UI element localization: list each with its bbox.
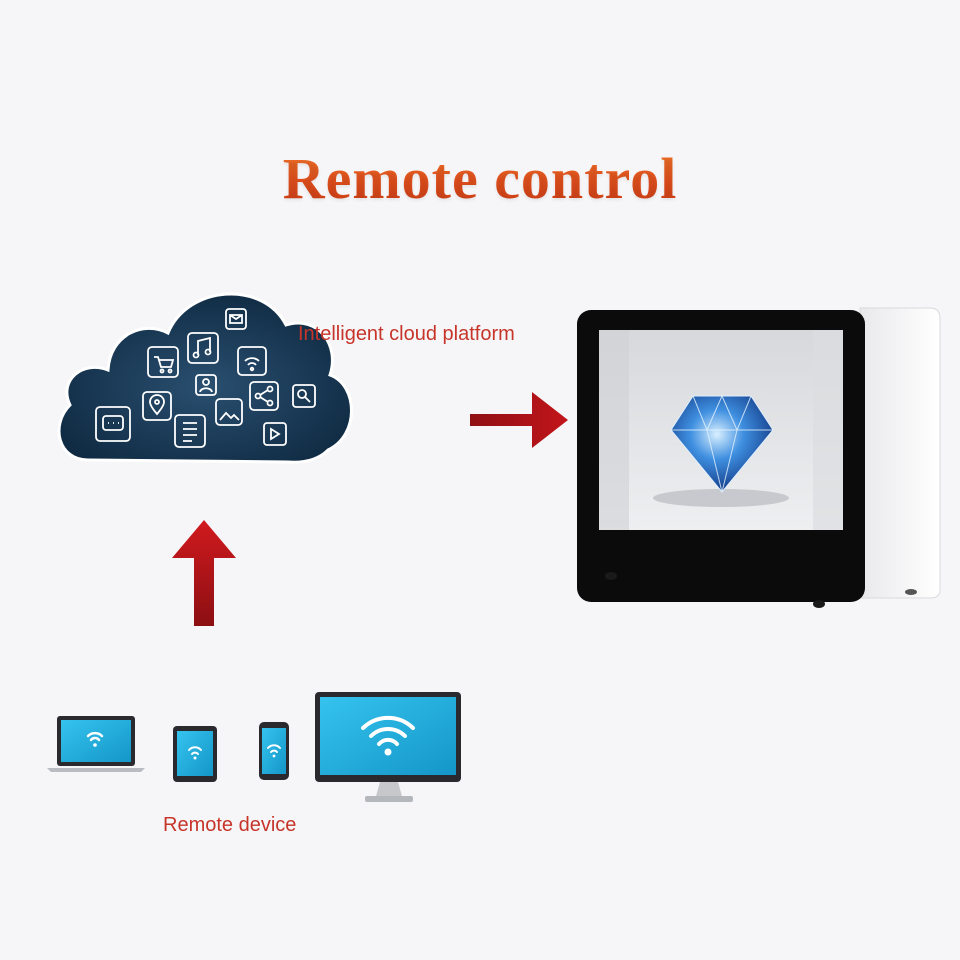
location-pin-icon xyxy=(142,391,172,421)
document-icon xyxy=(174,414,206,448)
cloud-platform-label: Intelligent cloud platform xyxy=(298,323,515,345)
tablet-icon xyxy=(173,726,217,782)
search-icon xyxy=(292,384,316,408)
remote-devices xyxy=(47,692,461,802)
monitor-icon xyxy=(315,692,461,802)
remote-device-label: Remote device xyxy=(163,814,297,836)
cloud-platform-icon xyxy=(57,292,353,464)
music-note-icon xyxy=(187,332,219,364)
arrow-up-icon xyxy=(172,520,236,626)
mail-icon xyxy=(225,308,247,330)
user-icon xyxy=(195,374,217,396)
wifi-icon xyxy=(237,346,267,376)
image-icon xyxy=(215,398,243,426)
arrow-right-icon xyxy=(470,392,568,448)
chat-icon xyxy=(95,406,131,442)
page-title: Remote control xyxy=(0,145,960,212)
video-icon xyxy=(263,422,287,446)
laptop-icon xyxy=(47,716,145,772)
holographic-display xyxy=(577,307,941,608)
share-icon xyxy=(249,381,279,411)
diamond-icon xyxy=(670,394,774,493)
phone-icon xyxy=(259,722,289,780)
shopping-cart-icon xyxy=(147,346,179,378)
